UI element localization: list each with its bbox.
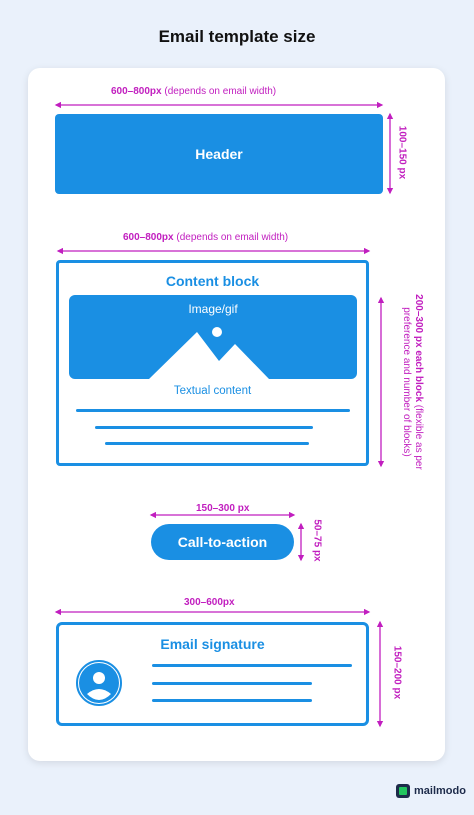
signature-width-value: 300–600px (184, 597, 235, 608)
avatar-icon (76, 660, 122, 706)
signature-line (152, 682, 312, 685)
email-signature-block: Email signature (56, 622, 369, 726)
text-line (105, 442, 309, 445)
mountain-icon (149, 327, 269, 379)
textual-content-label: Textual content (173, 385, 252, 397)
text-line (76, 409, 350, 412)
content-block: Content block Image/gif Textual content (56, 260, 369, 466)
content-width-value: 600–800px (123, 232, 174, 243)
header-width-dimension: 600–800px (depends on email width) (111, 86, 276, 97)
content-block-title: Content block (165, 273, 260, 289)
brand-name: mailmodo (414, 785, 466, 797)
signature-line (152, 699, 312, 702)
page-title: Email template size (158, 27, 316, 46)
image-label: Image/gif (188, 302, 238, 316)
header-block: Header (55, 114, 383, 194)
signature-line (152, 664, 352, 667)
header-width-value: 600–800px (111, 86, 162, 97)
call-to-action-button: Call-to-action (151, 524, 294, 560)
content-width-dimension: 600–800px (depends on email width) (123, 232, 288, 243)
text-line (95, 426, 313, 429)
signature-width-dimension: 300–600px (184, 597, 235, 608)
cta-width-value: 150–300 px (196, 503, 250, 514)
image-placeholder: Image/gif (69, 295, 357, 379)
header-label: Header (195, 146, 243, 162)
cta-width-dimension: 150–300 px (196, 503, 249, 514)
content-width-note: (depends on email width) (176, 232, 289, 243)
mailmodo-logo: mailmodo (396, 784, 466, 798)
cta-label: Call-to-action (177, 534, 268, 550)
header-width-note: (depends on email width) (164, 86, 277, 97)
mailmodo-logo-icon (396, 784, 410, 798)
signature-title: Email signature (160, 636, 265, 652)
